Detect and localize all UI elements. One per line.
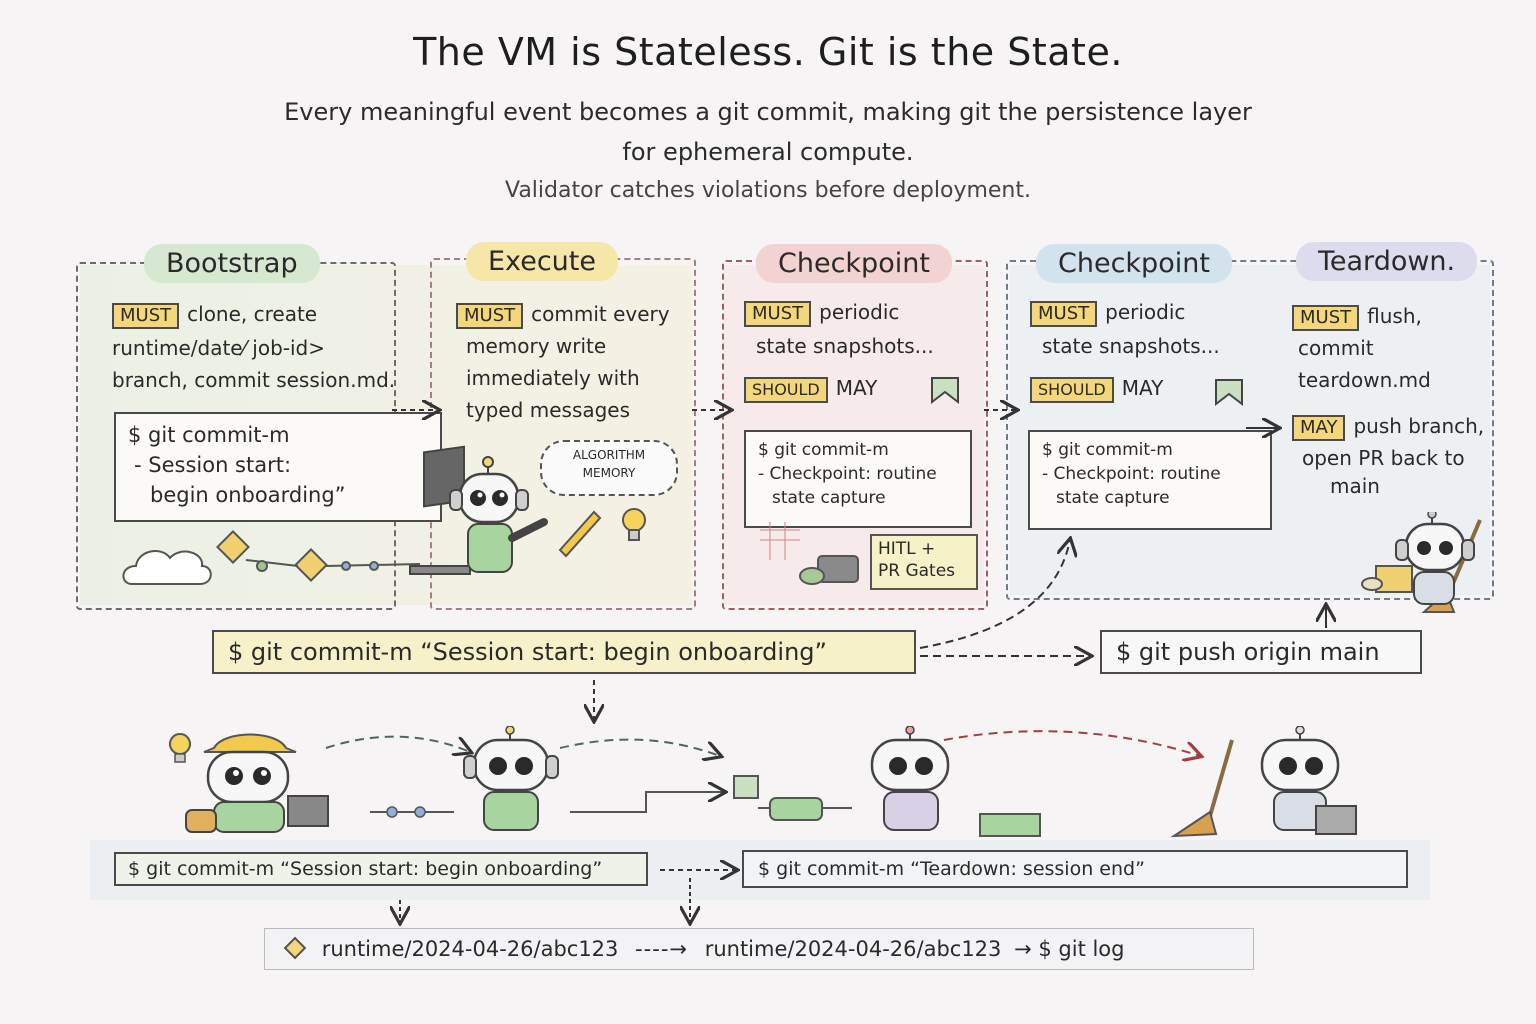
robot-execute	[449, 456, 548, 573]
should-tag: SHOULD	[744, 377, 828, 403]
lightbulb-icon	[169, 733, 191, 763]
teardown-title: Teardown.	[1296, 242, 1478, 281]
arrow-curve-up	[919, 540, 1070, 649]
subtitle-line-1: Every meaningful event becomes a git com…	[284, 98, 1252, 126]
lower-arrow-2	[559, 738, 720, 756]
bootstrap-line-1: MUST clone, create	[112, 298, 317, 330]
lower-arrow-3	[943, 730, 1200, 756]
bootstrap-terminal: $ git commit-m - Session start: begin on…	[114, 412, 442, 522]
teardown-line-3: teardown.md	[1298, 368, 1431, 392]
bucket-icon	[1361, 565, 1413, 593]
thought-bubble: ALGORITHM MEMORY	[540, 440, 678, 496]
lightbulb-icon	[622, 508, 646, 541]
teardown-line-6: main	[1330, 474, 1380, 498]
cloud-icon	[122, 550, 212, 585]
phase-arrows	[392, 410, 1326, 922]
robot-lower-2	[463, 726, 559, 831]
checkpoint-2-line-3: SHOULD MAY	[1030, 372, 1163, 404]
checkpoint-2-terminal: $ git commit-m - Checkpoint: routine sta…	[1028, 430, 1272, 530]
teardown-line-5: open PR back to	[1302, 446, 1465, 470]
lower-session-command: $ git commit-m “Session start: begin onb…	[114, 852, 648, 886]
branch-tail: → $ git log	[1014, 937, 1125, 961]
session-start-command: $ git commit-m “Session start: begin onb…	[212, 630, 916, 674]
should-tag: SHOULD	[1030, 377, 1114, 403]
teardown-text-4: push branch,	[1353, 414, 1485, 438]
bubble-line-1: ALGORITHM	[572, 448, 646, 462]
must-tag: MUST	[112, 303, 180, 329]
execute-line-2: memory write	[466, 334, 607, 358]
execute-title: Execute	[466, 242, 618, 281]
checkpoint-2-term-line-3: state capture	[1056, 488, 1170, 508]
branch-left: runtime/2024-04-26/abc123	[321, 937, 619, 961]
execute-text-1: commit every	[531, 302, 670, 326]
checkpoint-1-line-3: SHOULD MAY	[744, 372, 877, 404]
may-label: MAY	[1121, 376, 1164, 400]
checkpoint-1-term-line-3: state capture	[772, 488, 886, 508]
may-label: MAY	[835, 376, 878, 400]
bootstrap-text-1: clone, create	[187, 302, 318, 326]
must-tag: MUST	[456, 303, 524, 329]
bootstrap-line-2: runtime/date⁄ job-id>	[112, 336, 326, 360]
lower-arrow-1	[325, 735, 470, 752]
bootstrap-flow	[216, 530, 421, 582]
bootstrap-term-line-1: $ git commit-m	[128, 423, 290, 447]
checkpoint-items	[760, 522, 859, 585]
execute-line-4: typed messages	[466, 398, 631, 422]
bootstrap-term-line-3: begin onboarding”	[150, 483, 346, 507]
page-title: The VM is Stateless. Git is the State.	[413, 30, 1123, 74]
robot-lower-3	[870, 726, 950, 831]
branch-arrow: ----→	[635, 937, 688, 961]
checkpoint-1-text-1: periodic	[819, 300, 900, 324]
checkpoint-1-line-2: state snapshots...	[756, 334, 934, 358]
bookmark-icon	[1215, 379, 1243, 407]
robot-lower-4	[1260, 726, 1357, 835]
hitl-line-1: HITL +	[878, 539, 936, 559]
checkpoint-2-line-2: state snapshots...	[1042, 334, 1220, 358]
subtitle-line-3: Validator catches violations before depl…	[504, 178, 1031, 203]
checkpoint-2-term-line-2: - Checkpoint: routine	[1042, 464, 1221, 484]
branch-bar: runtime/2024-04-26/abc123 ----→ runtime/…	[264, 928, 1254, 970]
hitl-note: HITL + PR Gates	[870, 534, 978, 590]
hitl-line-2: PR Gates	[878, 561, 956, 581]
bootstrap-term-line-2: - Session start:	[134, 453, 292, 477]
robot-teardown	[1395, 512, 1475, 605]
checkpoint-2-title: Checkpoint	[1036, 244, 1232, 283]
checkpoint-2-term-line-1: $ git commit-m	[1042, 440, 1173, 460]
must-tag: MUST	[1292, 305, 1360, 331]
checkpoint-2-text-1: periodic	[1105, 300, 1186, 324]
checkpoint-1-terminal: $ git commit-m - Checkpoint: routine sta…	[744, 430, 972, 528]
phase-checkpoint-2-teardown	[1006, 260, 1494, 600]
must-tag: MUST	[744, 301, 812, 327]
branch-right: runtime/2024-04-26/abc123	[704, 937, 1002, 961]
teardown-line-1: MUST flush,	[1292, 300, 1422, 332]
bootstrap-line-3: branch, commit session.md.	[112, 368, 396, 392]
bookmark-icon	[931, 377, 959, 405]
lower-teardown-command: $ git commit-m “Teardown: session end”	[742, 850, 1408, 888]
bubble-line-2: MEMORY	[582, 466, 636, 480]
teardown-line-4: MAY push branch,	[1292, 410, 1484, 442]
teardown-text-1: flush,	[1367, 304, 1422, 328]
checkpoint-1-line-1: MUST periodic	[744, 296, 899, 328]
may-tag: MAY	[1292, 415, 1346, 441]
subtitle-line-2: for ephemeral compute.	[622, 138, 914, 166]
lower-flow-arrows	[325, 730, 1200, 756]
must-tag: MUST	[1030, 301, 1098, 327]
checkpoint-1-title: Checkpoint	[756, 244, 952, 283]
push-command: $ git push origin main	[1100, 630, 1422, 674]
robot-lower-1	[185, 733, 329, 833]
checkpoint-2-line-1: MUST periodic	[1030, 296, 1185, 328]
execute-line-3: immediately with	[466, 366, 640, 390]
checkpoint-1-term-line-1: $ git commit-m	[758, 440, 889, 460]
teardown-line-2: commit	[1298, 336, 1374, 360]
broom-icon	[1170, 739, 1234, 838]
pencil-icon	[558, 510, 602, 558]
bootstrap-title: Bootstrap	[144, 244, 320, 283]
checkpoint-1-term-line-2: - Checkpoint: routine	[758, 464, 937, 484]
execute-line-1: MUST commit every	[456, 298, 670, 330]
